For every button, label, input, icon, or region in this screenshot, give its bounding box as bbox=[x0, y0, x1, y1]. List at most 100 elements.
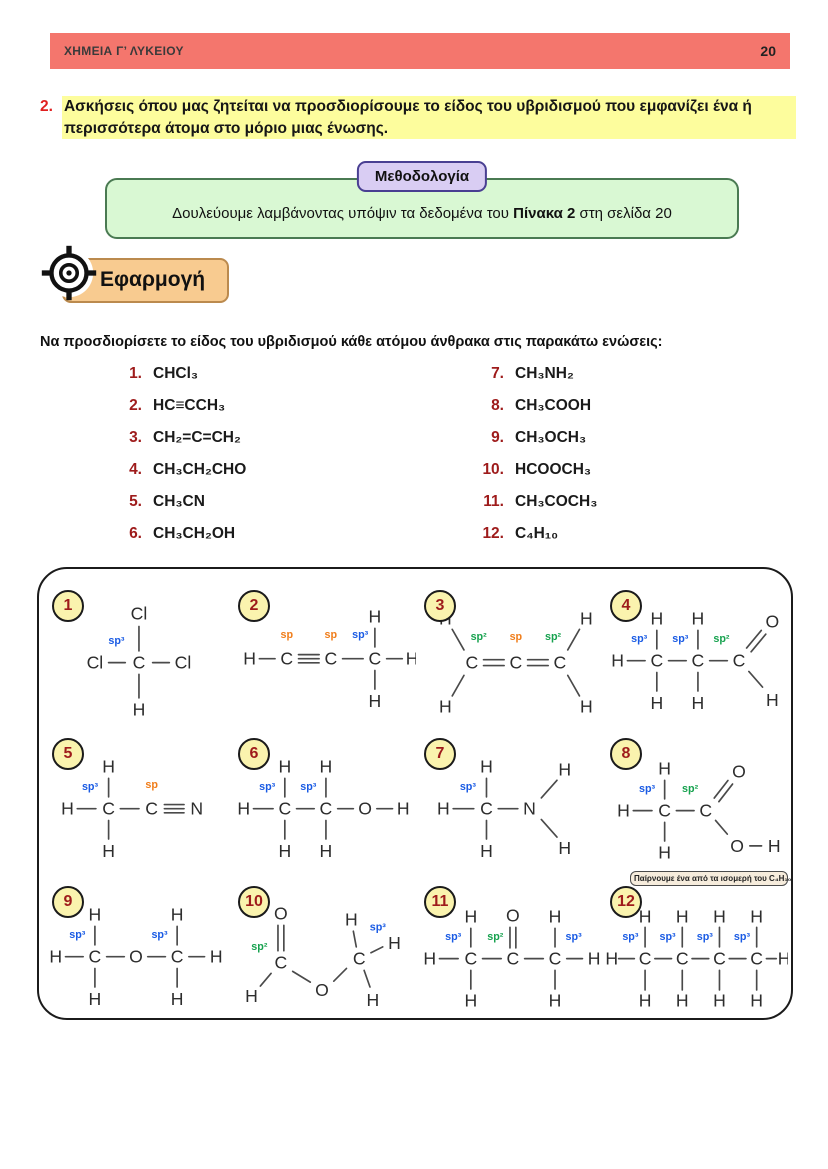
atom-C: C bbox=[733, 651, 746, 671]
atom-H: H bbox=[713, 907, 726, 927]
atom-C: C bbox=[509, 653, 522, 673]
bond bbox=[718, 783, 734, 803]
atom-H: H bbox=[397, 799, 410, 819]
structure-number-circle: 4 bbox=[610, 590, 642, 622]
compound-number: 8. bbox=[491, 397, 504, 414]
structure-number-circle: 1 bbox=[52, 590, 84, 622]
atom-H: H bbox=[480, 841, 493, 861]
compound-number: 4. bbox=[129, 461, 142, 478]
atom-H: H bbox=[388, 933, 401, 953]
application-badge-wrap: Εφαρμογή bbox=[41, 245, 230, 303]
structure-3: 3CCCHHHHsp²spsp² bbox=[416, 572, 602, 720]
atom-H: H bbox=[766, 690, 779, 710]
structure-2: 2HCCCHHHspspsp³ bbox=[230, 572, 416, 720]
bond bbox=[363, 969, 371, 988]
compound-number: 7. bbox=[491, 365, 504, 382]
hybridization-label-sp2: sp² bbox=[682, 783, 699, 795]
atom-H: H bbox=[676, 991, 689, 1011]
atom-C: C bbox=[650, 651, 663, 671]
atom-H: H bbox=[650, 609, 663, 629]
atom-C: C bbox=[353, 949, 366, 969]
atom-Cl: Cl bbox=[87, 653, 104, 673]
compound-item: 6.CH₃CH₂OH bbox=[100, 518, 246, 550]
bond bbox=[451, 674, 465, 697]
compound-number: 2. bbox=[129, 397, 142, 414]
molecule-diagram: HCCCCHHHHHHHHHsp³sp³sp³sp³ bbox=[605, 907, 788, 1011]
compound-formula: CH₃CN bbox=[153, 493, 205, 510]
atom-H: H bbox=[480, 757, 493, 777]
compound-item: 5.CH₃CN bbox=[100, 486, 246, 518]
atom-C: C bbox=[699, 801, 712, 821]
atom-H: H bbox=[588, 949, 601, 969]
bond bbox=[291, 970, 312, 983]
structure-number-circle: 6 bbox=[238, 738, 270, 770]
atom-H: H bbox=[171, 905, 184, 925]
atom-H: H bbox=[464, 991, 477, 1011]
atom-H: H bbox=[750, 991, 763, 1011]
hybridization-label-sp3: sp³ bbox=[445, 931, 462, 943]
atom-O: O bbox=[765, 612, 779, 632]
atom-H: H bbox=[89, 989, 102, 1009]
atom-C: C bbox=[676, 949, 689, 969]
atom-H: H bbox=[423, 949, 436, 969]
compound-formula: CH₃COOH bbox=[515, 397, 592, 414]
hybridization-label-sp3: sp³ bbox=[69, 929, 86, 941]
molecule-diagram: HCCCHHHspspsp³ bbox=[243, 607, 416, 711]
hybridization-label-sp3: sp³ bbox=[151, 929, 168, 941]
atom-C: C bbox=[280, 649, 293, 669]
atom-H: H bbox=[750, 907, 763, 927]
atom-C: C bbox=[480, 799, 493, 819]
compound-formula: CHCl₃ bbox=[153, 365, 199, 382]
hybridization-label-sp: sp bbox=[325, 629, 338, 641]
compound-number: 12. bbox=[482, 525, 504, 542]
atom-O: O bbox=[129, 947, 143, 967]
atom-H: H bbox=[102, 757, 115, 777]
atom-H: H bbox=[658, 843, 671, 863]
compound-number: 6. bbox=[129, 525, 142, 542]
hybridization-label-sp3: sp³ bbox=[566, 931, 583, 943]
atom-H: H bbox=[278, 841, 291, 861]
hybridization-label-sp: sp bbox=[145, 779, 158, 791]
atom-C: C bbox=[464, 949, 477, 969]
atom-O: O bbox=[274, 904, 288, 924]
methodology-text-post: στη σελίδα 20 bbox=[575, 205, 672, 222]
isomer-note: Παίρνουμε ένα από τα ισομερή του C₄H₁₀ bbox=[630, 871, 791, 886]
atom-H: H bbox=[778, 949, 788, 969]
atom-C: C bbox=[692, 651, 705, 671]
hybridization-label-sp3: sp³ bbox=[697, 931, 714, 943]
structures-grid: 1ClClClCHsp³2HCCCHHHspspsp³3CCCHHHHsp²sp… bbox=[44, 572, 791, 1016]
target-icon bbox=[41, 245, 97, 301]
atom-H: H bbox=[605, 949, 618, 969]
page-title: ΧΗΜΕΙΑ Γ’ ΛΥΚΕΙΟΥ bbox=[64, 44, 184, 58]
compound-item: 9.CH₃OCH₃ bbox=[462, 422, 597, 454]
structure-number-circle: 3 bbox=[424, 590, 456, 622]
atom-O: O bbox=[315, 980, 329, 1000]
atom-C: C bbox=[658, 801, 671, 821]
structure-number-circle: 7 bbox=[424, 738, 456, 770]
section-number: 2. bbox=[40, 98, 53, 115]
atom-H: H bbox=[61, 799, 74, 819]
atom-H: H bbox=[245, 986, 258, 1006]
compound-number: 11. bbox=[483, 493, 504, 510]
methodology-body: Δουλεύουμε λαμβάνοντας υπόψιν τα δεδομέν… bbox=[172, 205, 672, 222]
hybridization-label-sp: sp bbox=[510, 631, 523, 643]
compound-item: 8. CH₃COOH bbox=[462, 390, 597, 422]
bond bbox=[714, 819, 729, 835]
atom-H: H bbox=[549, 907, 562, 927]
atom-C: C bbox=[465, 653, 478, 673]
atom-H: H bbox=[49, 947, 62, 967]
compound-item: 2.HC≡CCH₃ bbox=[100, 390, 246, 422]
